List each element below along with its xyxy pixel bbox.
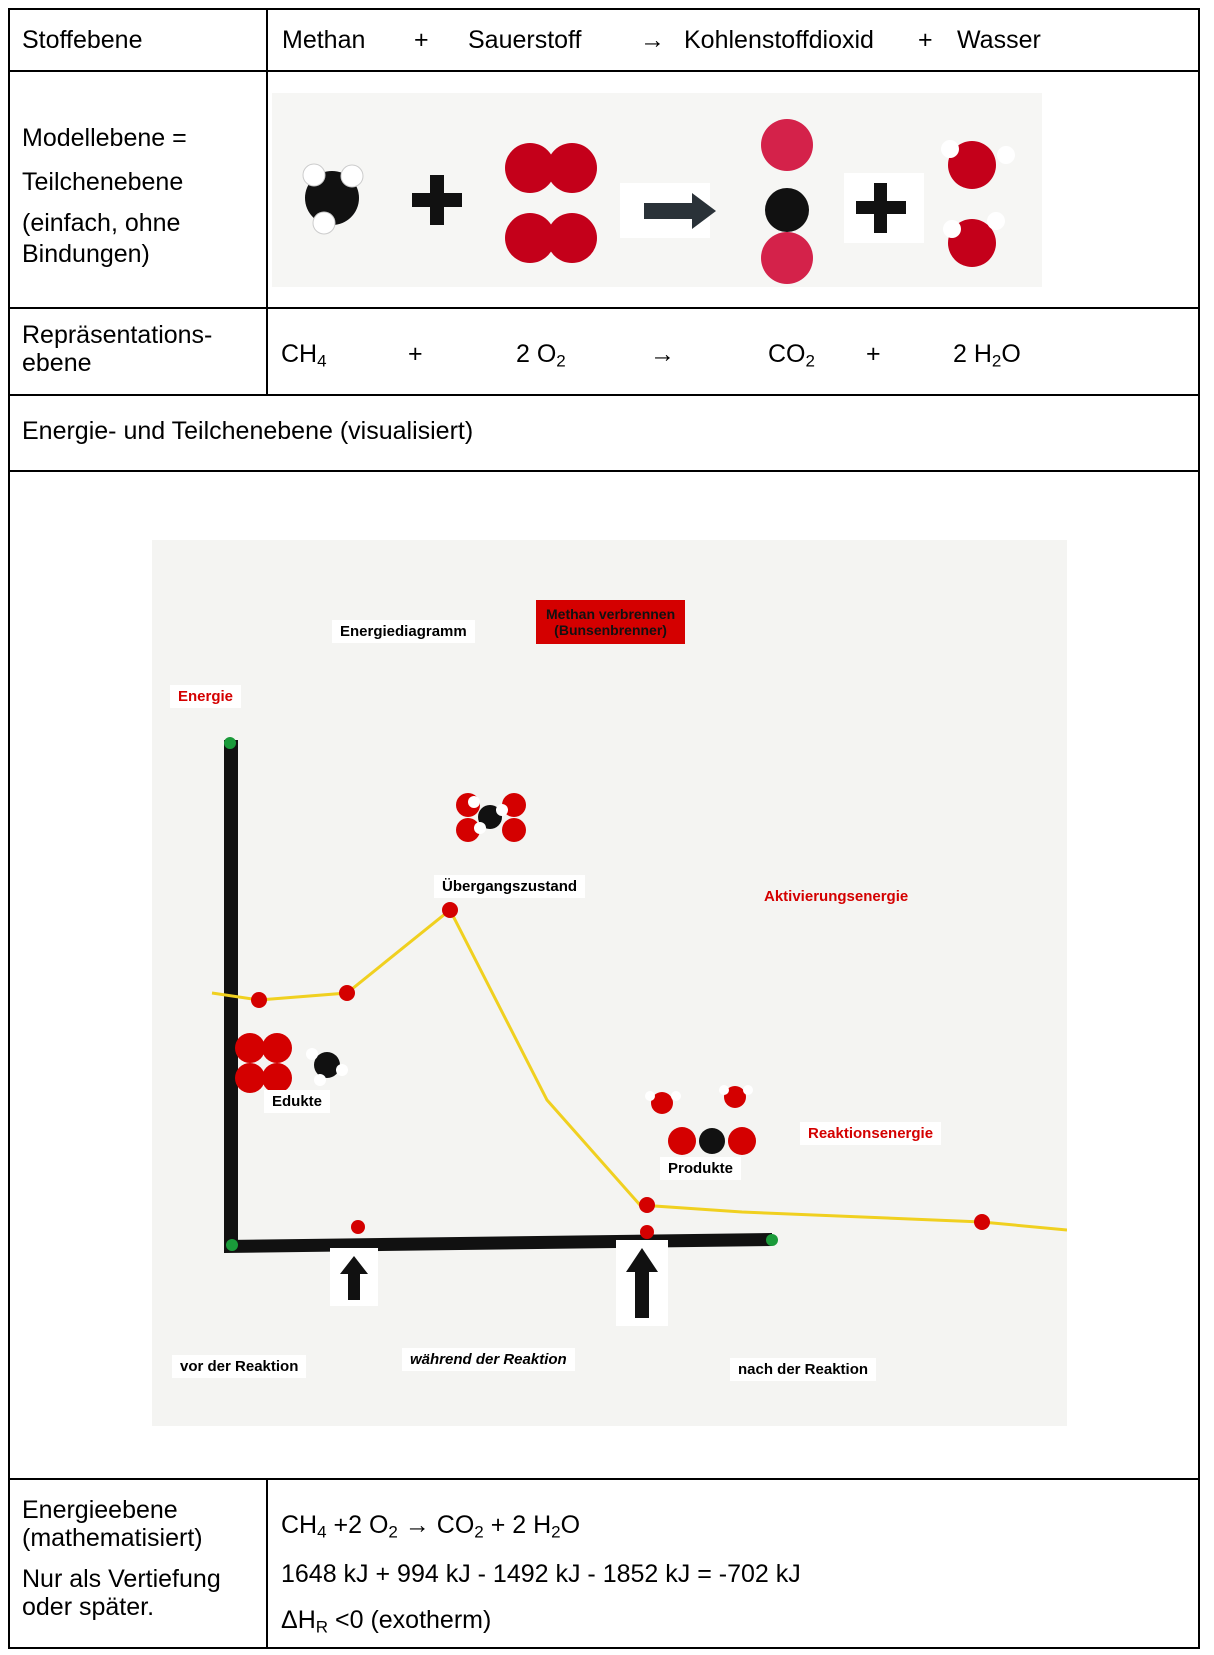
word-plus: + (918, 26, 933, 54)
label-produkte: Produkte (660, 1157, 742, 1180)
eq-text: O (560, 1511, 581, 1539)
subscript: 2 (551, 1522, 561, 1542)
row-divider (8, 394, 1200, 396)
label-energiediagramm: Energiediagramm (332, 620, 475, 643)
formula-text: 2 O (516, 340, 557, 368)
row-divider (8, 1478, 1200, 1480)
formula-text: CH (281, 340, 318, 368)
column-divider (266, 1478, 268, 1649)
reaction-table (8, 8, 1200, 1649)
table-border-right (1198, 8, 1200, 1649)
subscript: R (315, 1617, 329, 1637)
row-divider (8, 70, 1200, 72)
row-divider (8, 307, 1200, 309)
board-drawing (211, 737, 1067, 1326)
formula-co2: CO2 (768, 340, 815, 371)
row-label-modellebene: Modellebene = Teilchenebene (einfach, oh… (22, 117, 187, 267)
row-label-stoffebene: Stoffebene (22, 26, 143, 54)
word-plus: + (414, 26, 429, 54)
label-line: Nur als Vertiefung (22, 1565, 221, 1593)
eq-text: <0 (exotherm) (328, 1606, 492, 1634)
word-wasser: Wasser (957, 26, 1041, 54)
subscript: 2 (388, 1522, 398, 1542)
subscript: 4 (317, 351, 327, 371)
formula-ch4: CH4 (281, 340, 327, 371)
molecule-model-photo (272, 93, 1042, 287)
label-title-line: Methan verbrennen (546, 606, 676, 622)
word-kohlenstoffdioxid: Kohlenstoffdioxid (684, 26, 874, 54)
formula-text: O (1001, 340, 1021, 368)
table-border-left (8, 8, 10, 1649)
formula-o2: 2 O2 (516, 340, 566, 371)
eq-text: + 2 H (483, 1511, 552, 1539)
label-line: Bindungen) (22, 240, 150, 268)
equation-line-2: 1648 kJ + 994 kJ - 1492 kJ - 1852 kJ = -… (281, 1560, 801, 1588)
label-reaktionsenergie: Reaktionsenergie (800, 1122, 942, 1145)
label-title-line: (Bunsenbrenner) (554, 622, 667, 638)
label-line: Teilchenebene (22, 167, 184, 196)
formula-text: CO (768, 340, 806, 368)
label-waehrend-der-reaktion: während der Reaktion (402, 1348, 575, 1371)
formula-h2o: 2 H2O (953, 340, 1021, 371)
row-divider (8, 470, 1200, 472)
column-divider (266, 8, 268, 396)
label-line: Repräsentations- (22, 321, 213, 349)
subscript: 2 (805, 351, 815, 371)
label-vor-der-reaktion: vor der Reaktion (172, 1355, 307, 1378)
label-line: ebene (22, 348, 92, 377)
label-line: (einfach, ohne (22, 208, 181, 237)
eq-text: → CO (397, 1511, 475, 1539)
formula-plus: + (866, 340, 881, 368)
eq-text: +2 O (326, 1511, 389, 1539)
label-nach-der-reaktion: nach der Reaktion (730, 1358, 877, 1381)
table-border-bottom (8, 1647, 1200, 1649)
label-part: senergie (846, 888, 909, 905)
energy-diagram-board: Energiediagramm Methan verbrennen (Bunse… (152, 540, 1067, 1426)
eq-text: ΔH (281, 1606, 316, 1634)
equation-line-3: ΔHR <0 (exotherm) (281, 1606, 492, 1637)
word-equation: Methan + Sauerstoff → Kohlenstoffdioxid … (0, 26, 1214, 57)
label-line: (mathematisiert) (22, 1523, 203, 1552)
word-methan: Methan (282, 26, 366, 54)
word-sauerstoff: Sauerstoff (468, 26, 582, 54)
subscript: 2 (991, 351, 1002, 371)
label-uebergangszustand: Übergangszustand (434, 875, 586, 898)
label-line: oder später. (22, 1592, 155, 1621)
word-arrow: → (640, 26, 665, 54)
label-energie: Energie (170, 685, 242, 708)
formula-text: 2 H (953, 340, 992, 368)
label-methan-verbrennen: Methan verbrennen (Bunsenbrenner) (536, 600, 686, 644)
eq-text: CH (281, 1511, 318, 1539)
formula-plus: + (408, 340, 423, 368)
table-border-top (8, 8, 1200, 10)
row-label-repraesentationsebene: Repräsentations- ebene (22, 321, 213, 377)
subscript: 4 (317, 1522, 327, 1542)
label-line: Modellebene = (22, 124, 187, 152)
subscript: 2 (556, 351, 566, 371)
equation-line-1: CH4 +2 O2 → CO2 + 2 H2O (281, 1511, 581, 1542)
formula-arrow: → (650, 340, 675, 368)
row-title-energie-teilchenebene: Energie- und Teilchenebene (visualisiert… (22, 417, 474, 445)
subscript: 2 (474, 1522, 484, 1542)
row-label-energieebene: Energieebene (mathematisiert) Nur als Ve… (22, 1496, 221, 1621)
label-line: Energieebene (22, 1496, 178, 1524)
molecule-model-image (302, 119, 1015, 284)
formula-equation: CH4 + 2 O2 → CO2 + 2 H2O (0, 340, 1214, 375)
label-aktivierungsenergie: Aktivierungsenergie (756, 885, 916, 908)
label-edukte: Edukte (264, 1090, 331, 1113)
label-part: Aktivierung (764, 888, 847, 905)
